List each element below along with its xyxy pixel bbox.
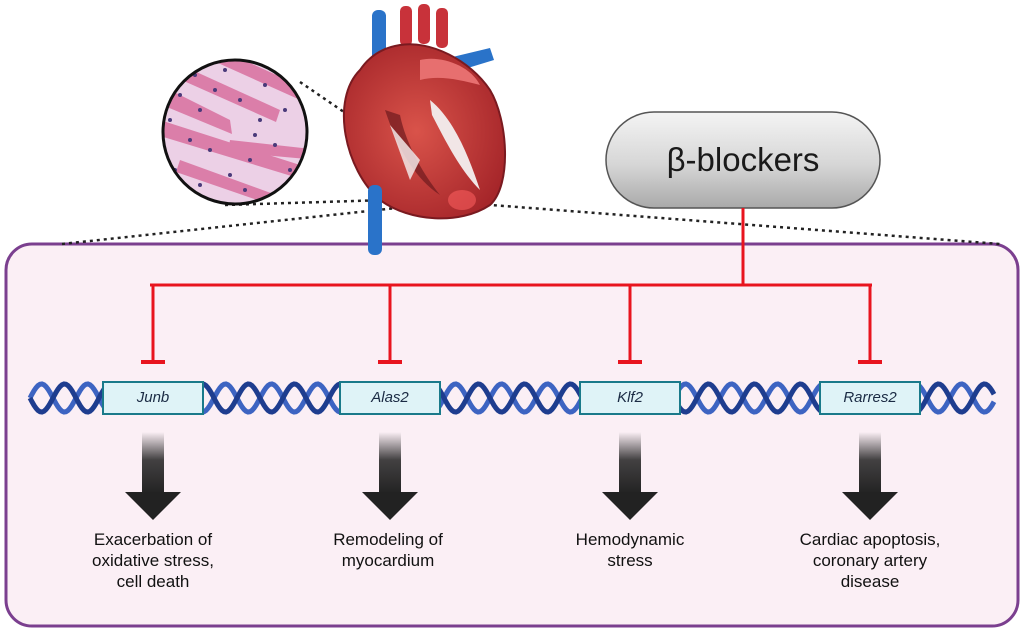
drug-label: β-blockers [666, 141, 820, 178]
gene-label-alas2: Alas2 [371, 389, 409, 406]
gene-label-junb: Junb [136, 389, 170, 406]
gene-box-junb [102, 381, 204, 415]
gene-box-alas2 [339, 381, 441, 415]
inhibition-connectors [150, 208, 872, 287]
gene-box-klf2 [579, 381, 681, 415]
inhibitor-rarres2 [858, 285, 882, 364]
arrow-junb [125, 432, 181, 520]
gene-box-rarres2 [819, 381, 921, 415]
gene-label-klf2: Klf2 [617, 389, 643, 406]
cardiac-tissue-micrograph-icon [161, 58, 309, 206]
gene-panel [4, 242, 1020, 628]
inhibitor-alas2 [378, 285, 402, 364]
outcome-klf2: Hemodynamic stress [575, 530, 685, 570]
downstream-arrows [125, 432, 898, 520]
inhibitor-junb [141, 285, 165, 364]
arrow-alas2 [362, 432, 418, 520]
heart-cross-section-icon [342, 4, 506, 255]
outcome-alas2: Remodeling of myocardium [333, 530, 443, 570]
outcome-junb: Exacerbation of oxidative stress, cell d… [92, 530, 214, 591]
outcome-rarres2: Cardiac apoptosis, coronary artery disea… [799, 530, 941, 591]
inhibitor-klf2 [618, 285, 642, 364]
arrow-rarres2 [842, 432, 898, 520]
arrow-klf2 [602, 432, 658, 520]
gene-label-rarres2: Rarres2 [843, 389, 897, 406]
gene-boxes [102, 381, 921, 415]
inhibitor-lines [141, 285, 882, 364]
